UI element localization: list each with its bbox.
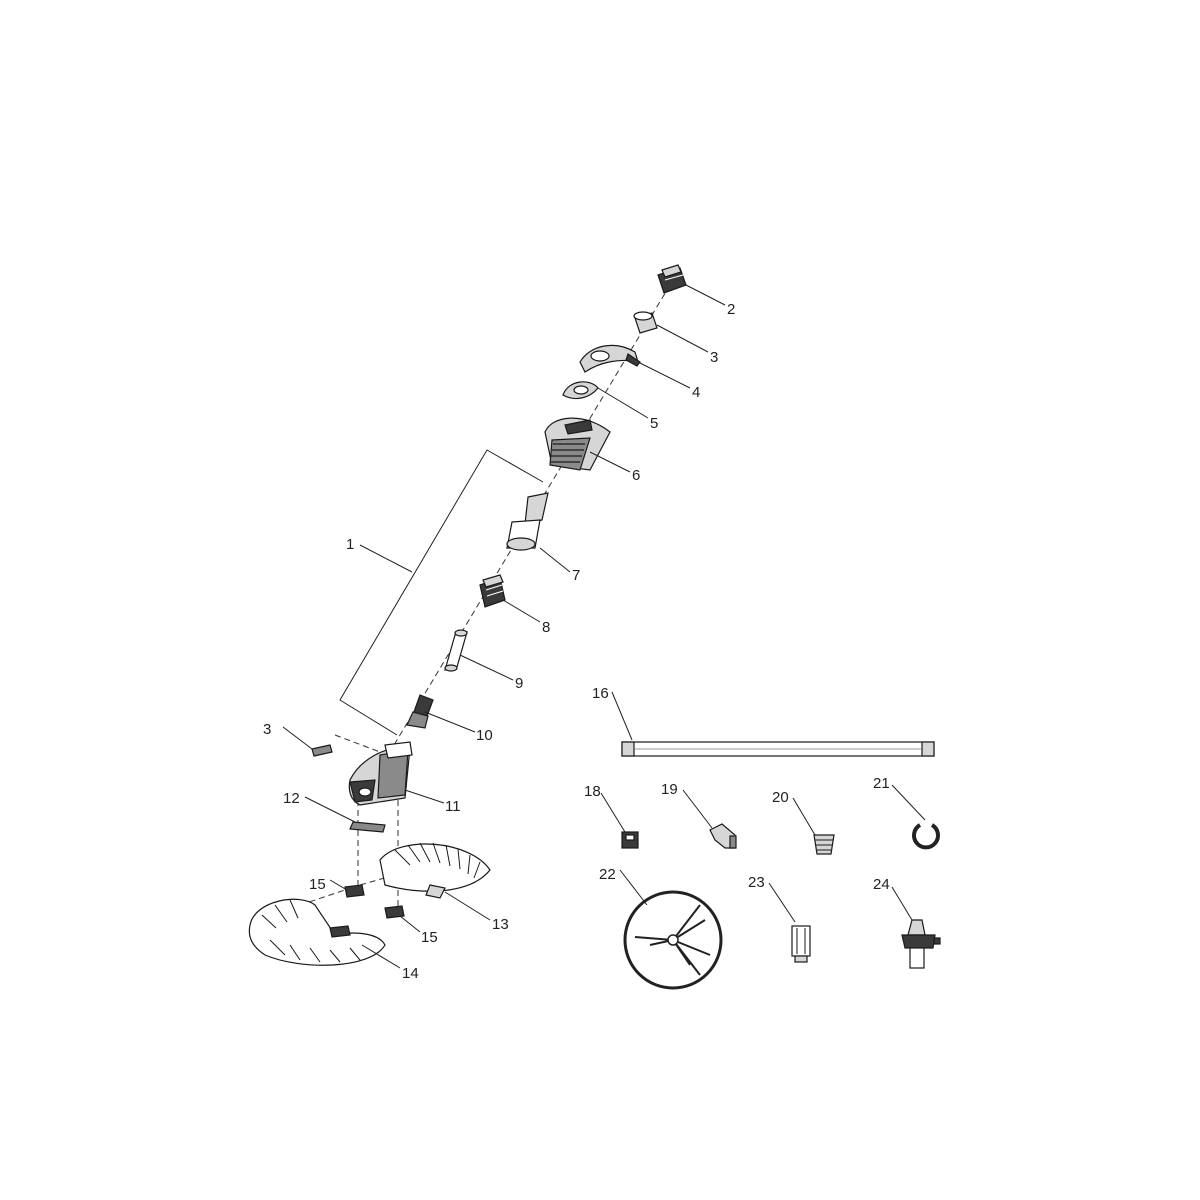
part-4-handle <box>579 344 641 373</box>
callout-16: 16 <box>592 685 609 702</box>
callout-3-bottom: 3 <box>263 721 271 738</box>
part-22-disc <box>623 890 723 990</box>
callout-1: 1 <box>346 536 354 553</box>
part-9-tube <box>444 629 468 672</box>
part-19-elbow <box>709 823 737 849</box>
part-24-valve <box>901 919 941 969</box>
part-5-shell <box>562 381 599 400</box>
part-3-pin <box>311 744 333 757</box>
callout-4: 4 <box>692 384 700 401</box>
part-15-clips <box>344 884 405 919</box>
part-2-cap <box>657 264 687 294</box>
assembly-bracket <box>339 449 544 736</box>
callout-20: 20 <box>772 789 789 806</box>
callout-15-right: 15 <box>421 929 438 946</box>
callout-11: 11 <box>445 798 461 815</box>
part-18-connector <box>621 831 639 849</box>
part-13-skirt <box>379 842 491 899</box>
part-20-plug <box>813 834 835 855</box>
part-10-valve <box>406 694 434 729</box>
part-12-plate <box>349 821 386 833</box>
callout-9: 9 <box>515 675 523 692</box>
part-3-collar <box>633 311 658 334</box>
callout-8: 8 <box>542 619 550 636</box>
part-16-tube <box>621 741 935 757</box>
part-11-housing <box>348 741 413 806</box>
part-7-coupling <box>506 492 549 551</box>
callout-23: 23 <box>748 874 765 891</box>
callout-3-top: 3 <box>710 349 718 366</box>
callout-14: 14 <box>402 965 419 982</box>
callout-labels: 1 2 3 3 4 5 6 7 8 9 10 11 12 13 14 15 15… <box>263 301 890 982</box>
callout-18: 18 <box>584 783 601 800</box>
callout-5: 5 <box>650 415 658 432</box>
callout-2: 2 <box>727 301 735 318</box>
callout-15-left: 15 <box>309 876 326 893</box>
callout-12: 12 <box>283 790 300 807</box>
part-14-skirt <box>248 898 386 966</box>
callout-19: 19 <box>661 781 678 798</box>
callout-7: 7 <box>572 567 580 584</box>
part-23-cylinder <box>791 925 811 963</box>
callout-21: 21 <box>873 775 890 792</box>
part-6-ribbed-body <box>544 417 611 471</box>
callout-22: 22 <box>599 866 616 883</box>
leader-lines <box>282 284 926 969</box>
callout-10: 10 <box>476 727 493 744</box>
part-8-nut <box>479 574 506 608</box>
callout-13: 13 <box>492 916 509 933</box>
part-21-c-ring <box>912 823 940 850</box>
callout-6: 6 <box>632 467 640 484</box>
callout-24: 24 <box>873 876 890 893</box>
